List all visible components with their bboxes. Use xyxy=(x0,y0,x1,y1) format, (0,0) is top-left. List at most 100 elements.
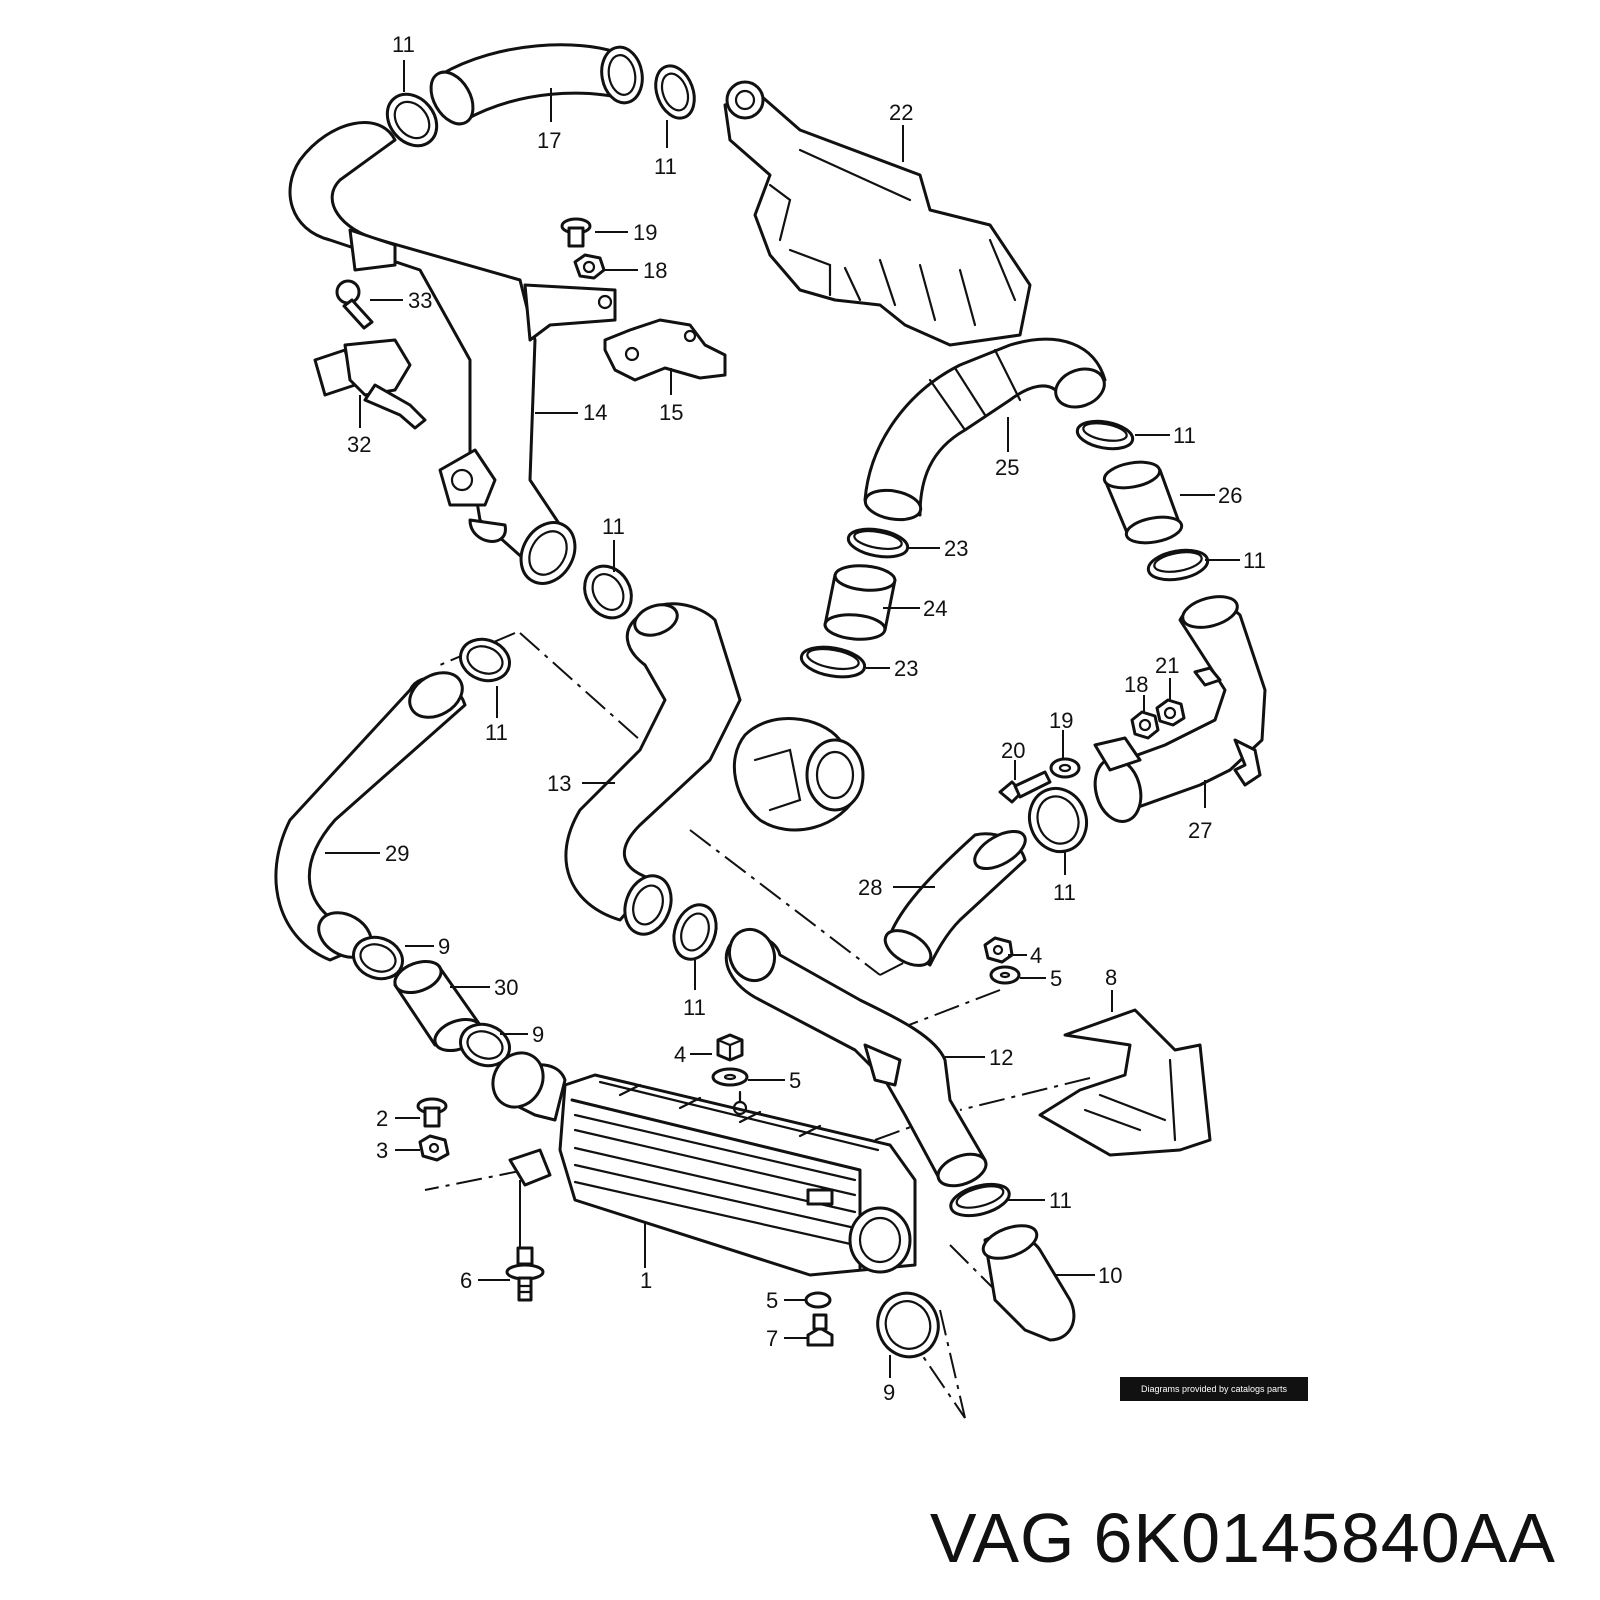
part-number: 6K0145840AA xyxy=(1093,1499,1556,1577)
diagram-credit-badge: Diagrams provided by catalogs parts xyxy=(1120,1377,1308,1401)
callout-12: 12 xyxy=(989,1045,1013,1070)
clamp-23-bottom xyxy=(799,645,867,679)
clamp-11-mid xyxy=(583,564,633,620)
intercooler-1 xyxy=(491,1051,917,1277)
callout-5: 5 xyxy=(766,1288,778,1313)
clamp-11-right-low xyxy=(1028,786,1088,854)
clamp-9-upper xyxy=(352,935,404,981)
callout-28: 28 xyxy=(858,875,882,900)
intake-manifold-22 xyxy=(723,80,1032,347)
callout-22: 22 xyxy=(889,100,913,125)
callout-3: 3 xyxy=(376,1138,388,1163)
washer-5-bottom xyxy=(804,1291,832,1309)
callout-15: 15 xyxy=(659,400,683,425)
callout-23: 23 xyxy=(944,536,968,561)
callout-21: 21 xyxy=(1155,653,1179,678)
clamp-11-right-top xyxy=(1075,419,1135,451)
washer-5-mid xyxy=(711,1067,749,1087)
sensor-32 xyxy=(313,338,427,430)
callout-7: 7 xyxy=(766,1326,778,1351)
bolt-2 xyxy=(416,1097,448,1128)
callout-19: 19 xyxy=(1049,708,1073,733)
callout-labels: 11 17 11 22 19 18 33 15 14 32 11 25 26 1… xyxy=(347,32,1266,1405)
callout-29: 29 xyxy=(385,841,409,866)
bolt-19-top xyxy=(560,217,592,248)
hose-17 xyxy=(429,43,644,126)
callout-4: 4 xyxy=(1030,943,1042,968)
callout-18: 18 xyxy=(643,258,667,283)
callout-26: 26 xyxy=(1218,483,1242,508)
callout-11: 11 xyxy=(1243,548,1266,573)
turbo-housing xyxy=(732,717,865,832)
callout-5: 5 xyxy=(1050,966,1062,991)
nut-4-right xyxy=(983,936,1014,964)
clamp-9-bottom xyxy=(876,1291,940,1359)
hose-14 xyxy=(288,121,617,585)
bolt-20 xyxy=(998,770,1052,804)
pipe-27 xyxy=(1093,595,1267,823)
callout-9: 9 xyxy=(883,1380,895,1405)
screw-33 xyxy=(335,279,374,330)
clamp-11-right-mid xyxy=(1146,548,1210,582)
leader-lines xyxy=(325,60,1240,1378)
clamp-11-bottom-right xyxy=(949,1182,1011,1218)
nut-3 xyxy=(418,1134,450,1162)
callout-25: 25 xyxy=(995,455,1019,480)
clamp-11-left-mid xyxy=(459,637,511,683)
washer-5-right xyxy=(989,965,1021,985)
callout-33: 33 xyxy=(408,288,432,313)
bracket-15 xyxy=(603,318,727,382)
callout-9: 9 xyxy=(438,934,450,959)
hose-28 xyxy=(883,829,1027,967)
nut-18-top xyxy=(573,253,606,280)
callout-24: 24 xyxy=(923,596,947,621)
callout-20: 20 xyxy=(1001,738,1025,763)
callout-8: 8 xyxy=(1105,965,1117,990)
hose-13 xyxy=(564,602,742,936)
hose-25 xyxy=(863,337,1107,522)
callout-6: 6 xyxy=(460,1268,472,1293)
clamp-23-top xyxy=(846,527,910,559)
callout-27: 27 xyxy=(1188,818,1212,843)
callout-13: 13 xyxy=(547,771,571,796)
callout-11: 11 xyxy=(1173,423,1196,448)
sleeve-26 xyxy=(1102,460,1184,545)
clamp-11-top-mid xyxy=(654,64,696,120)
hose-29 xyxy=(274,671,467,962)
callout-11: 11 xyxy=(683,995,706,1020)
hose-10 xyxy=(981,1224,1076,1342)
callout-32: 32 xyxy=(347,432,371,457)
bolt-7 xyxy=(806,1313,834,1347)
callout-11: 11 xyxy=(1053,880,1076,905)
callout-18: 18 xyxy=(1124,672,1148,697)
hose-12 xyxy=(724,927,988,1188)
callout-30: 30 xyxy=(494,975,518,1000)
callout-11: 11 xyxy=(602,514,625,539)
clamp-11-top-left xyxy=(385,92,439,148)
callout-11: 11 xyxy=(1049,1188,1072,1213)
callout-11: 11 xyxy=(485,720,508,745)
callout-11: 11 xyxy=(654,154,677,179)
callout-1: 1 xyxy=(640,1268,652,1293)
callout-19: 19 xyxy=(633,220,657,245)
nut-21 xyxy=(1155,698,1186,727)
callout-4: 4 xyxy=(674,1042,686,1067)
callout-2: 2 xyxy=(376,1106,388,1131)
washer-19-mid xyxy=(1049,757,1081,779)
brand-name: VAG xyxy=(929,1499,1076,1577)
nut-18-mid xyxy=(1130,710,1160,740)
callout-17: 17 xyxy=(537,128,561,153)
callout-5: 5 xyxy=(789,1068,801,1093)
callout-14: 14 xyxy=(583,400,607,425)
air-guide-8 xyxy=(1038,1008,1212,1157)
clamp-11-center xyxy=(672,903,718,961)
callout-23: 23 xyxy=(894,656,918,681)
callout-9: 9 xyxy=(532,1022,544,1047)
callout-11: 11 xyxy=(392,32,415,57)
sleeve-24 xyxy=(823,564,897,641)
bolt-6 xyxy=(505,1246,545,1302)
nut-4-mid xyxy=(716,1033,744,1062)
clamp-9-mid xyxy=(459,1022,511,1068)
